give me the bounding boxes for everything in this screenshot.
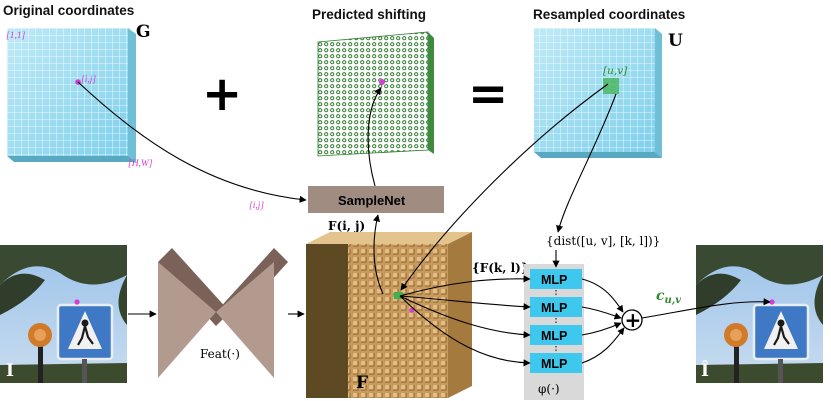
arrow-grid-to-samplenet: [77, 81, 307, 203]
output-label-main: c: [656, 288, 665, 304]
arrow-mlp1-to-sum: [581, 278, 624, 313]
arrow-cube-to-mlp2: [399, 295, 531, 311]
arrow-cube-to-mlp3: [399, 295, 531, 339]
arrow-resampled-to-cube: [400, 83, 609, 291]
arrow-cube-to-mlp1: [399, 275, 531, 297]
point-ij-label: [i,j]: [81, 75, 96, 85]
point-uv-label: [u,v]: [603, 65, 628, 77]
arrow-mlp4-to-sum: [581, 327, 625, 364]
feature-ij-label: F(i, j): [328, 219, 365, 233]
mlp-label-1: MLP: [541, 273, 567, 287]
feat-label: Feat(·): [200, 347, 240, 361]
equals-operator: =: [468, 66, 508, 122]
output-image-label: Î: [701, 360, 709, 381]
plus-operator: +: [202, 66, 242, 122]
cube-query-marker: [394, 292, 403, 299]
arrow-mlp2-to-sum: [581, 306, 622, 320]
ij-input-label: [i,j]: [249, 201, 264, 211]
header-original-coordinates: Original coordinates: [3, 3, 134, 18]
connectors: [77, 81, 771, 367]
corner-label-start: [1,1]: [6, 31, 26, 41]
shifted-point-marker: [379, 79, 385, 85]
input-point-marker: [74, 299, 80, 305]
mlp-label-4: MLP: [541, 357, 567, 371]
output-image: [696, 245, 823, 383]
mlp-box-4: [530, 353, 582, 373]
mlp-box-3: [530, 325, 582, 345]
arrow-cube-to-mlp4: [399, 295, 531, 367]
output-point-marker: [769, 299, 775, 305]
feature-cube-label: F: [356, 373, 368, 393]
samplenet-label: SampleNet: [338, 193, 406, 208]
grid-label-g: G: [136, 22, 151, 42]
input-image-label: I: [6, 361, 14, 381]
mlp-box-2: [530, 297, 582, 317]
mlp-box-1: [530, 269, 582, 289]
sum-symbol: +: [625, 308, 642, 332]
header-resampled-coordinates: Resampled coordinates: [533, 7, 685, 22]
output-label-sub: u,v: [665, 295, 682, 306]
neighbors-label: {F(k, l)}: [472, 261, 529, 275]
arrow-feature-to-samplenet: [373, 214, 384, 295]
cube-point-marker: [409, 307, 415, 313]
corner-label-end: [H,W]: [128, 159, 153, 169]
feat-network: [158, 248, 288, 378]
arrow-samplenet-to-shift: [367, 87, 382, 187]
feature-cube: [306, 232, 472, 398]
samplenet-box: [308, 186, 444, 213]
arrow-sum-to-output: [641, 298, 771, 319]
arrow-resampled-to-dist: [556, 93, 617, 233]
mlp-label-3: MLP: [541, 329, 567, 343]
resampled-grid: [534, 28, 662, 158]
grid-label-u: U: [668, 31, 683, 51]
original-grid: [7, 28, 136, 162]
input-image: [0, 245, 127, 383]
arrow-mlp3-to-sum: [581, 322, 622, 336]
sum-node: [621, 309, 643, 331]
predicted-shift-grid: [317, 31, 434, 157]
mlp-label-2: MLP: [541, 301, 567, 315]
output-label: cu,v: [656, 288, 681, 306]
phi-label: φ(·): [538, 382, 560, 396]
header-predicted-shifting: Predicted shifting: [312, 7, 426, 22]
dist-label: {dist([u, v], [k, l])}: [546, 234, 660, 248]
mlp-group: MLP MLP MLP MLP: [530, 269, 582, 373]
